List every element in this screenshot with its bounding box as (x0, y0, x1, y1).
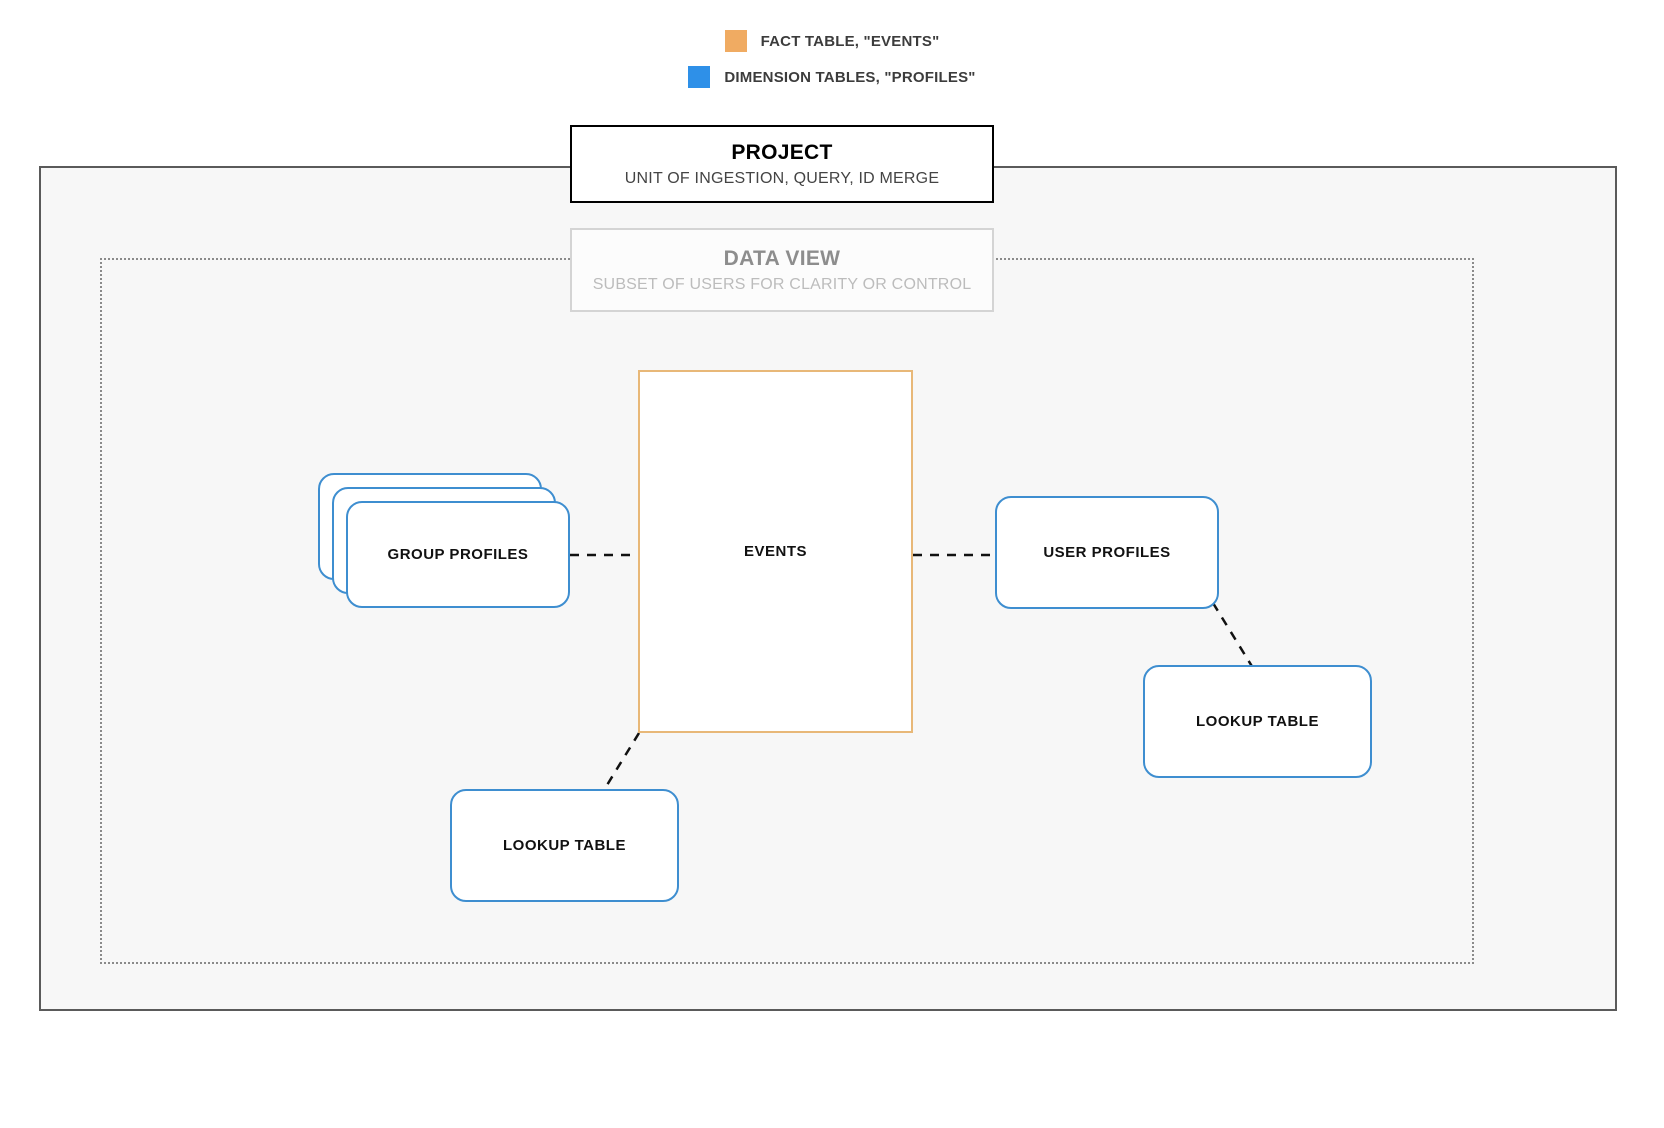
node-group-profiles[interactable]: GROUP PROFILES (318, 473, 570, 608)
project-title: PROJECT (731, 140, 833, 164)
node-lookup-table-left-label: LOOKUP TABLE (503, 837, 626, 854)
node-group-profiles-label: GROUP PROFILES (387, 546, 529, 563)
square-swatch-icon (724, 30, 747, 52)
data-view-subtitle: SUBSET OF USERS FOR CLARITY OR CONTROL (592, 275, 972, 293)
node-lookup-table-right-label: LOOKUP TABLE (1196, 713, 1319, 730)
project-header-box: PROJECT UNIT OF INGESTION, QUERY, ID MER… (570, 125, 994, 203)
node-lookup-table-right[interactable]: LOOKUP TABLE (1143, 665, 1372, 778)
node-events[interactable]: EVENTS (638, 370, 913, 733)
legend-item-label: DIMENSION TABLES, "PROFILES" (724, 68, 976, 86)
data-view-title: DATA VIEW (723, 246, 841, 270)
square-swatch-icon (688, 66, 711, 88)
node-lookup-table-left[interactable]: LOOKUP TABLE (450, 789, 679, 902)
node-events-label: EVENTS (743, 543, 807, 560)
legend-item-label: FACT TABLE, "EVENTS" (760, 32, 940, 50)
project-subtitle: UNIT OF INGESTION, QUERY, ID MERGE (624, 169, 940, 187)
data-view-header-box: DATA VIEW SUBSET OF USERS FOR CLARITY OR… (570, 228, 994, 312)
node-user-profiles-label: USER PROFILES (1043, 544, 1171, 561)
legend-item-fact-table: FACT TABLE, "EVENTS" (724, 30, 940, 52)
legend-item-dimension-tables: DIMENSION TABLES, "PROFILES" (688, 66, 975, 88)
node-group-profiles-card-front[interactable]: GROUP PROFILES (346, 501, 570, 608)
legend: FACT TABLE, "EVENTS" DIMENSION TABLES, "… (0, 30, 1664, 88)
node-user-profiles[interactable]: USER PROFILES (995, 496, 1219, 609)
